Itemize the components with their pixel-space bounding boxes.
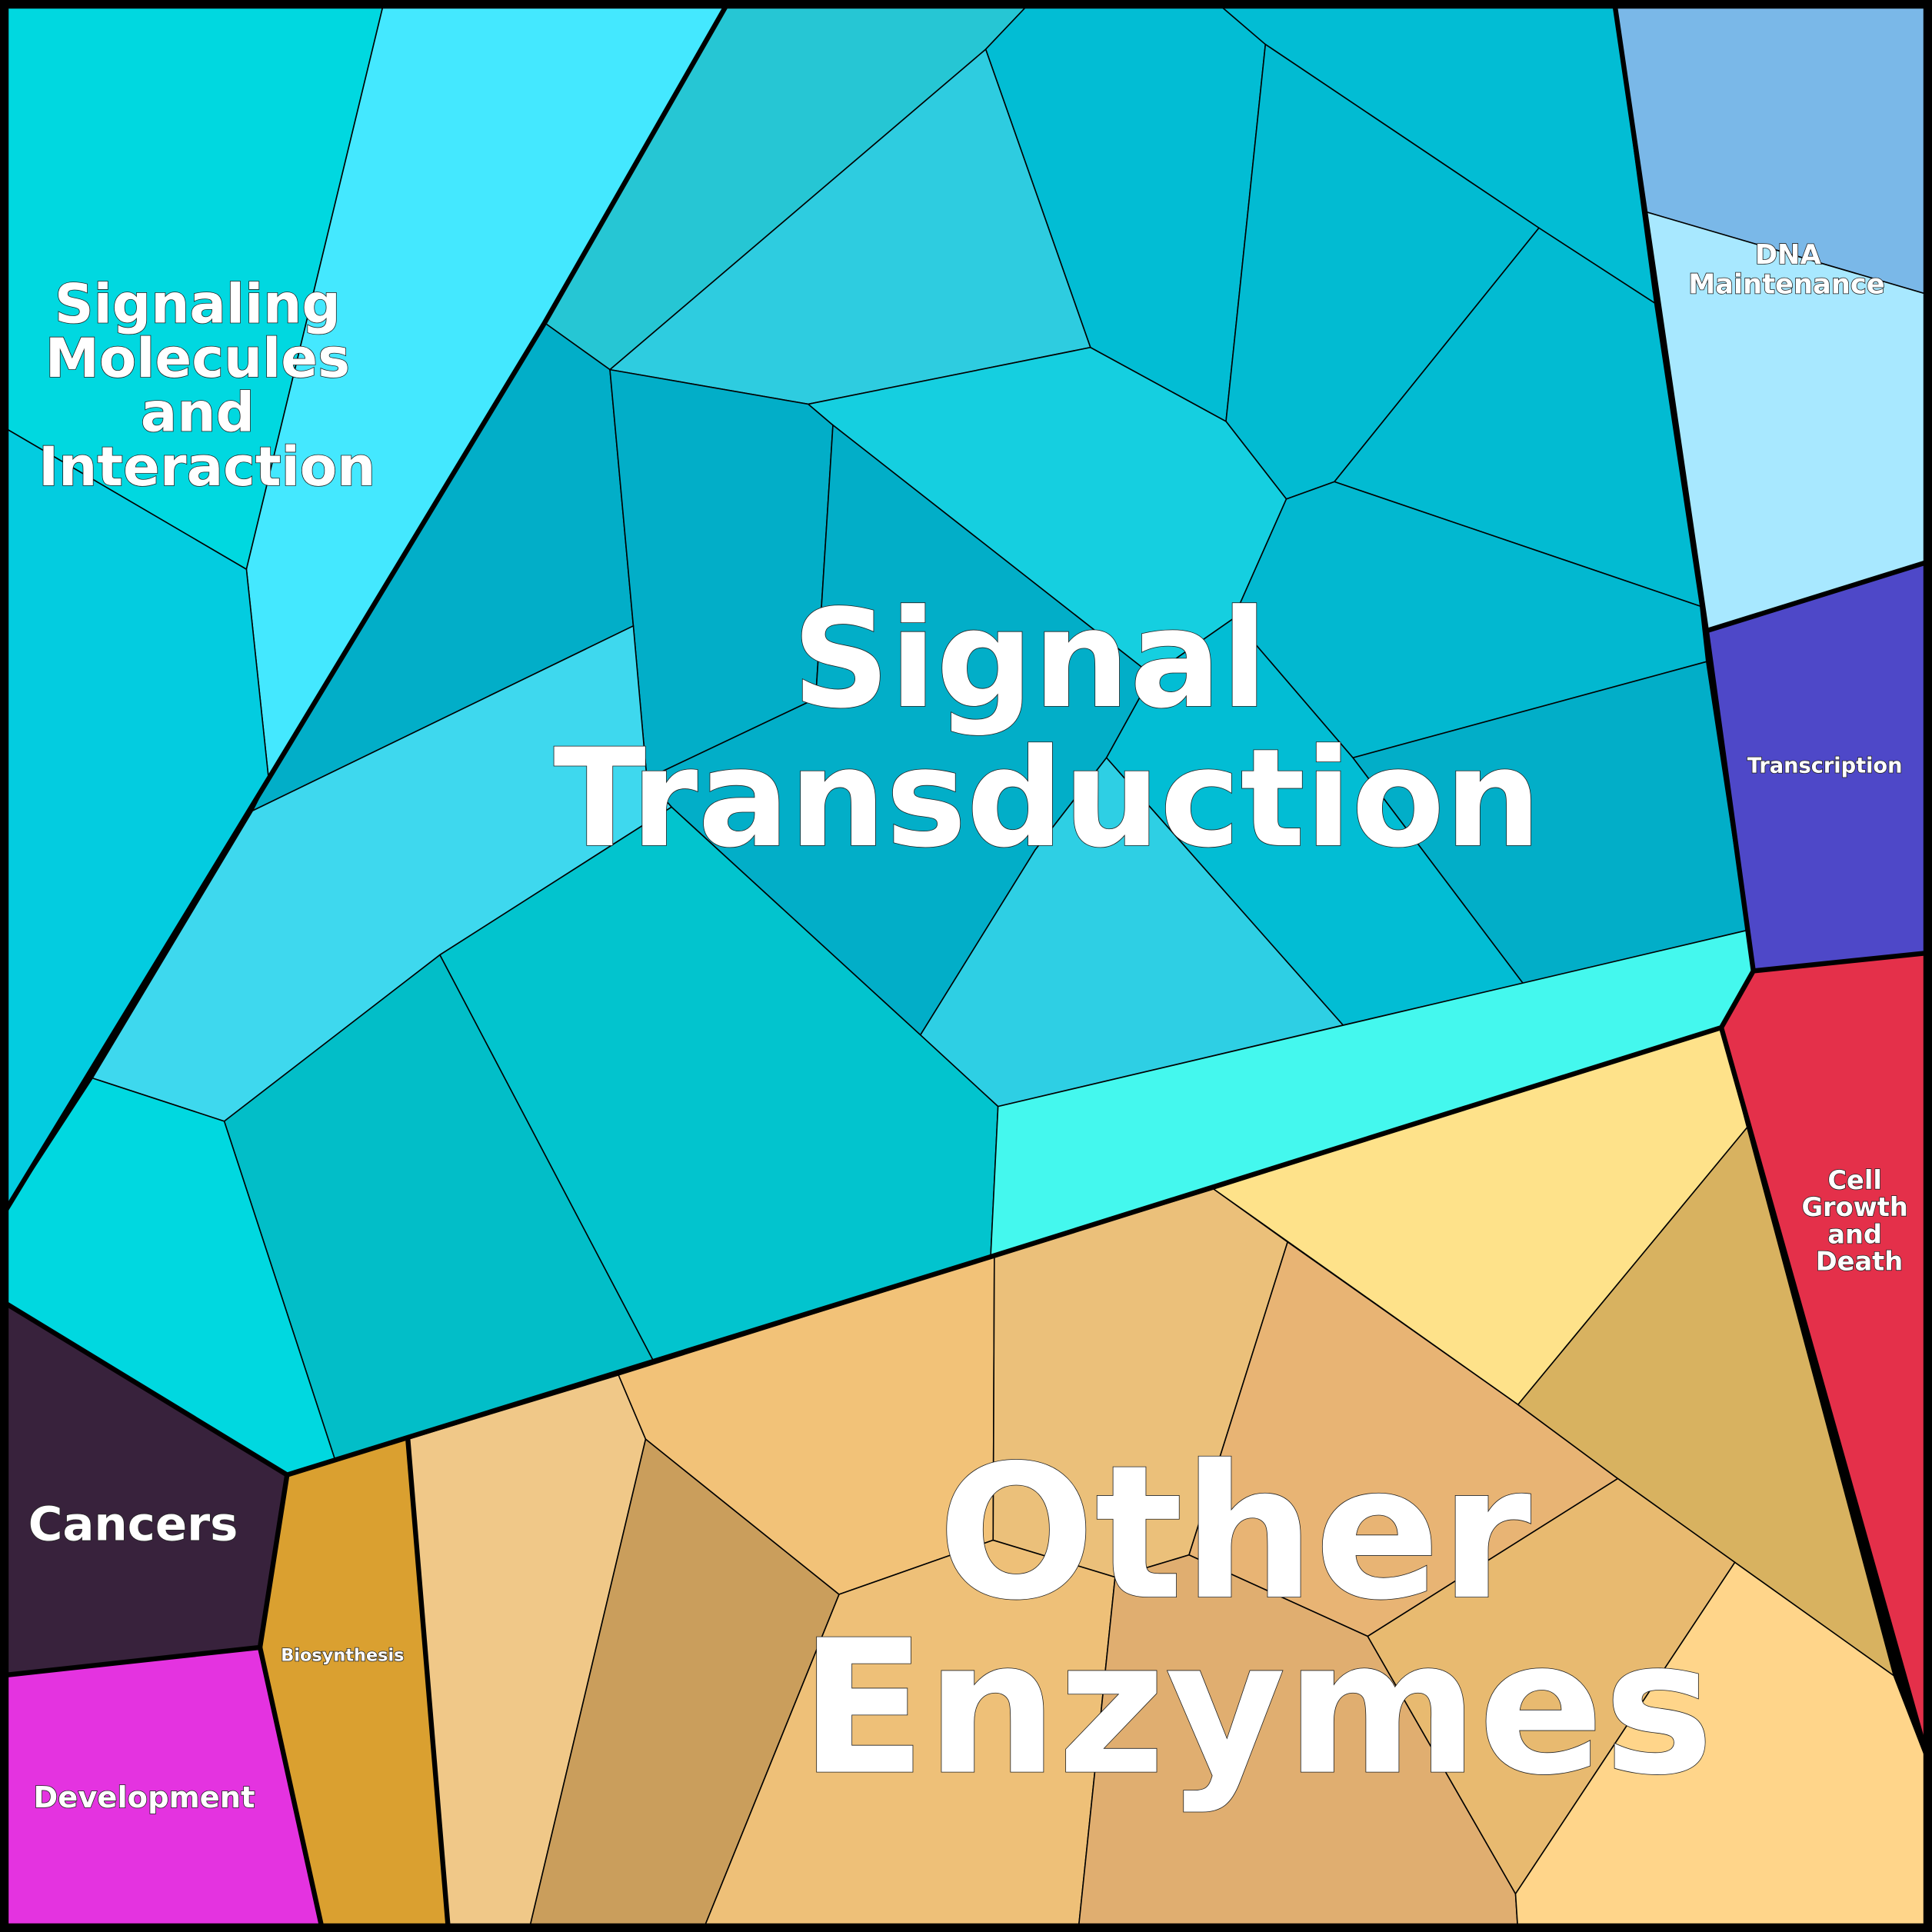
cells-other-enzymes xyxy=(407,1027,1932,1932)
label-cell-growth: Cell Growth and Death xyxy=(1801,1165,1917,1277)
label-signaling-molecules: Signaling Molecules and Interaction xyxy=(38,273,375,498)
cell xyxy=(1514,1561,1932,1932)
label-other-enzymes: Other Enzymes xyxy=(800,1425,1714,1815)
label-biosynthesis: Biosynthesis xyxy=(281,1646,404,1666)
cells-signal-transduction xyxy=(0,0,1754,1476)
label-signal-transduction: Signal Transduction xyxy=(554,580,1541,878)
label-dna-maintenance: DNA Maintenance xyxy=(1688,239,1884,300)
label-development: Development xyxy=(33,1780,255,1815)
cells-signaling-molecules xyxy=(0,0,731,1221)
label-transcription: Transcription xyxy=(1747,754,1903,778)
label-cancers: Cancers xyxy=(28,1497,238,1552)
cells-dna-maintenance xyxy=(1613,0,1932,632)
labels: Signaling Molecules and Interaction Sign… xyxy=(28,238,1917,1817)
